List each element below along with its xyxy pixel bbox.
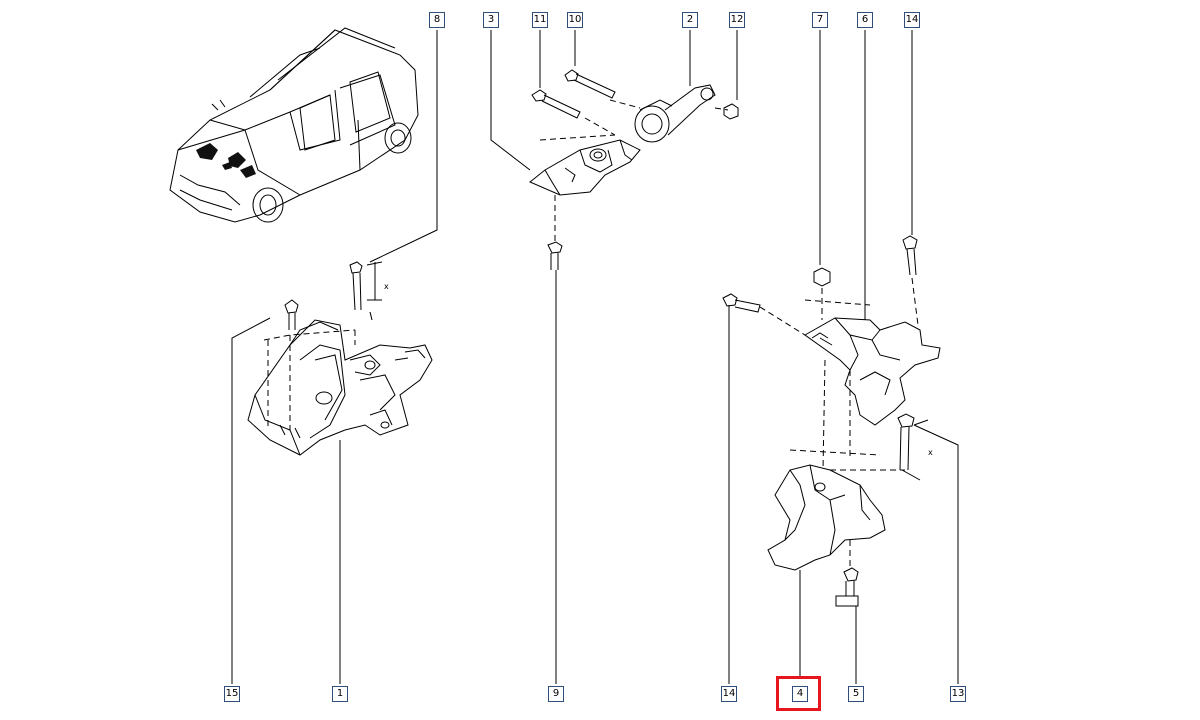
part-label-7[interactable]: 7 (812, 12, 828, 28)
dimension-arrows (366, 261, 929, 481)
part-2-torque-rod (634, 84, 716, 143)
part-label-12[interactable]: 12 (729, 12, 745, 28)
part-label-1[interactable]: 1 (332, 686, 348, 702)
part-label-3[interactable]: 3 (483, 12, 499, 28)
leader-lines (231, 30, 959, 684)
part-7-nut (813, 267, 831, 287)
part-6-bracket (804, 317, 941, 426)
part-label-13[interactable]: 13 (950, 686, 966, 702)
part-14-bolts (722, 235, 918, 313)
part-label-15[interactable]: 15 (224, 686, 240, 702)
part-label-4[interactable]: 4 (792, 686, 808, 702)
part-label-11[interactable]: 11 (532, 12, 548, 28)
part-label-9[interactable]: 9 (548, 686, 564, 702)
dimension-x-mark: x (384, 282, 389, 291)
part-10-11-12-bolts (531, 69, 739, 120)
part-label-2[interactable]: 2 (682, 12, 698, 28)
part-8-bolt (349, 261, 363, 311)
part-label-14-bottom[interactable]: 14 (721, 686, 737, 702)
selected-part-highlight (776, 676, 821, 711)
part-9-bolt (547, 241, 563, 270)
vehicle-illustration (169, 27, 419, 223)
part-label-10[interactable]: 10 (567, 12, 583, 28)
engine-bay-shapes (196, 143, 256, 178)
part-13-bolt (897, 413, 915, 471)
part-15-bolt (284, 299, 299, 330)
assembly-dashed-lines (263, 99, 919, 570)
part-4-bracket (767, 464, 886, 571)
part-label-14-top[interactable]: 14 (904, 12, 920, 28)
part-5-bolt (835, 567, 859, 607)
part-label-6[interactable]: 6 (857, 12, 873, 28)
dimension-x-mark: x (928, 448, 933, 457)
part-label-5[interactable]: 5 (848, 686, 864, 702)
part-3-bracket (529, 139, 641, 196)
part-1-engine-mount (247, 319, 433, 456)
part-label-8[interactable]: 8 (429, 12, 445, 28)
